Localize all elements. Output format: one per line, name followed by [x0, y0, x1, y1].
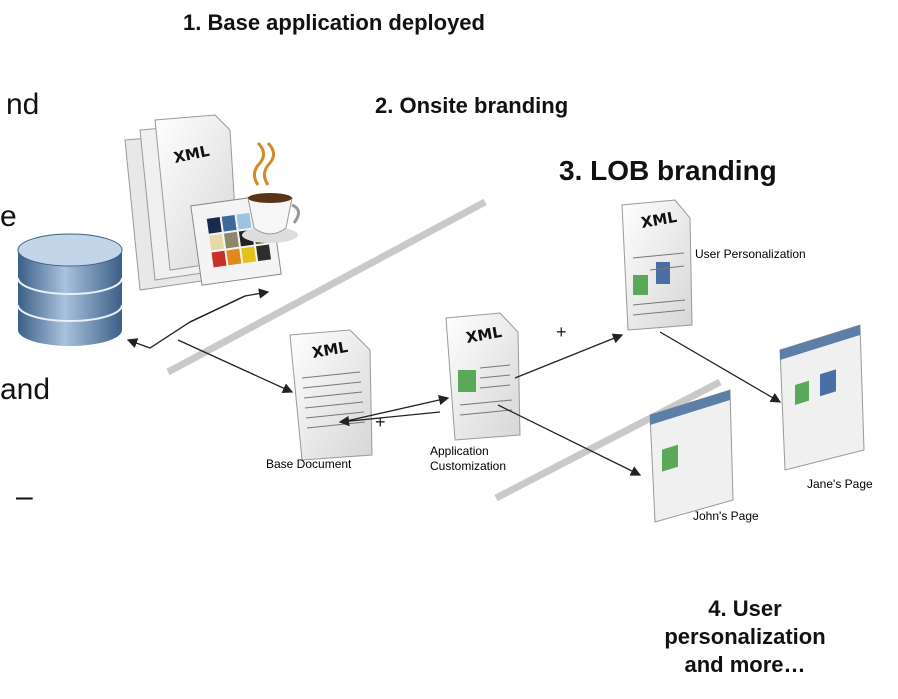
palette-swatch — [223, 231, 239, 249]
caption-app-customization-line-1: Application — [430, 444, 489, 458]
palette-swatch — [209, 233, 225, 251]
step-4-line-2: personalization — [664, 624, 826, 649]
plus-sign-1: + — [375, 412, 386, 432]
arrow-to-janes-page — [659, 331, 782, 403]
palette-swatch — [211, 250, 227, 268]
caption-johns-page: John's Page — [693, 509, 759, 523]
arrow-customization-to-base — [338, 411, 441, 427]
database-icon — [17, 233, 123, 346]
arrow-to-stack — [189, 288, 270, 323]
arrow-to-user-personalization — [514, 333, 624, 379]
plus-sign-2: + — [556, 322, 567, 342]
arrow-base-to-customization — [341, 394, 450, 423]
palette-swatch — [206, 217, 222, 234]
palette-swatch — [256, 244, 272, 262]
step-4-line-1: 4. User — [708, 596, 782, 621]
user-personalization-document-icon: XML — [621, 199, 693, 331]
arrow-to-base-document — [177, 339, 294, 393]
arrow-to-johns-page — [497, 404, 642, 476]
rail-lob — [494, 378, 722, 502]
step-4-title: 4. User personalization and more… — [600, 595, 890, 679]
rail-onsite — [166, 198, 487, 376]
step-3-title: 3. LOB branding — [559, 155, 777, 186]
caption-user-personalization: User Personalization — [695, 247, 806, 261]
step-4-line-3: and more… — [684, 652, 806, 677]
left-fragment-1: nd — [6, 88, 40, 121]
caption-janes-page: Jane's Page — [807, 477, 873, 491]
janes-page-icon — [779, 324, 865, 471]
left-fragment-4: – — [16, 480, 33, 513]
palette-swatch — [221, 214, 237, 232]
palette-swatch — [241, 246, 257, 264]
step-2-title: 2. Onsite branding — [375, 93, 569, 118]
base-document-icon: XML — [289, 329, 373, 461]
left-fragment-2: e — [0, 200, 17, 233]
johns-page-icon — [649, 389, 734, 523]
coffee-cup-icon — [242, 141, 300, 243]
caption-base-document: Base Document — [266, 457, 352, 471]
step-1-title: 1. Base application deployed — [183, 10, 485, 35]
app-customization-document-icon: XML — [445, 312, 521, 441]
caption-app-customization-line-2: Customization — [430, 459, 506, 473]
palette-swatch — [226, 248, 242, 266]
palette-swatch — [236, 212, 252, 230]
left-fragment-3: and — [0, 373, 51, 406]
